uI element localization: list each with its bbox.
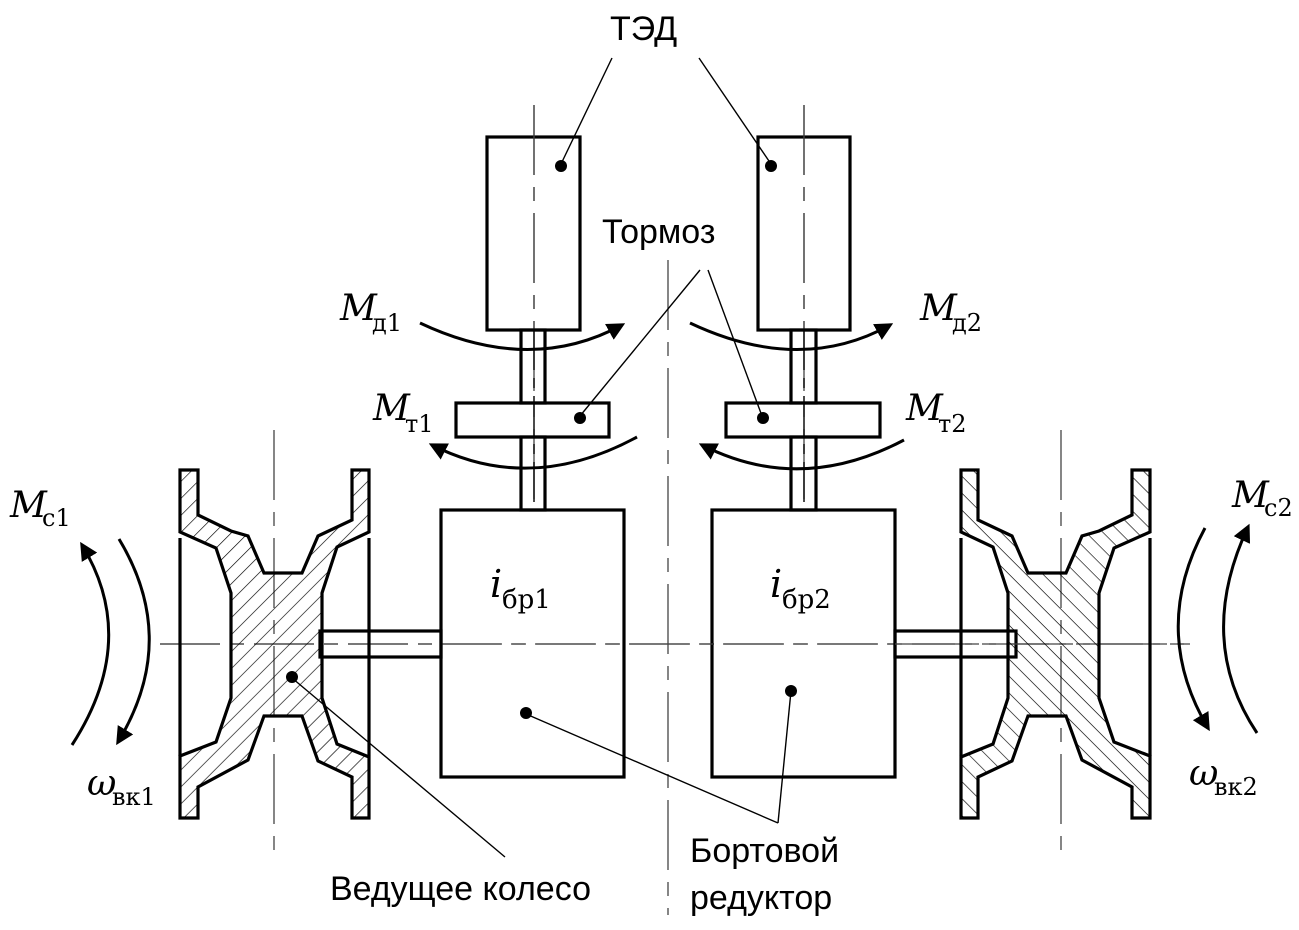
svg-text:M: M bbox=[339, 288, 378, 329]
leader-dot-wheel bbox=[286, 671, 298, 683]
symbol-md2: Mд2 bbox=[919, 288, 982, 337]
speed-arrow-w2 bbox=[1176, 527, 1210, 732]
svg-text:i: i bbox=[770, 562, 782, 606]
svg-text:т2: т2 bbox=[938, 410, 967, 438]
symbol-mt1: Mт1 bbox=[372, 388, 434, 438]
svg-text:M: M bbox=[372, 388, 411, 429]
label-brake: Тормоз bbox=[602, 213, 715, 251]
label-final-drive-1: Бортовой bbox=[690, 832, 839, 870]
svg-text:вк2: вк2 bbox=[1214, 773, 1258, 801]
torque-arrow-md2 bbox=[689, 321, 894, 351]
svg-text:д1: д1 bbox=[372, 309, 402, 337]
svg-text:M: M bbox=[9, 485, 48, 526]
label-motor: ТЭД bbox=[610, 10, 677, 48]
torque-arrow-md1 bbox=[419, 321, 626, 351]
svg-text:M: M bbox=[919, 288, 958, 329]
symbol-mt2: Mт2 bbox=[905, 388, 967, 438]
svg-text:бр1: бр1 bbox=[502, 585, 551, 615]
label-wheel: Ведущее колесо bbox=[330, 870, 591, 908]
leader-dot-brake2 bbox=[757, 412, 769, 424]
torque-arrow-mt2 bbox=[698, 438, 905, 471]
svg-text:т1: т1 bbox=[405, 410, 434, 438]
svg-text:вк1: вк1 bbox=[112, 783, 156, 811]
svg-text:ω: ω bbox=[1189, 753, 1218, 794]
svg-text:i: i bbox=[490, 562, 502, 606]
drive-wheel-2 bbox=[959, 468, 1152, 820]
torque-arrow-mc1 bbox=[70, 541, 111, 746]
svg-text:с1: с1 bbox=[42, 504, 71, 532]
speed-arrow-w1 bbox=[116, 538, 151, 746]
leader-dot-fd2 bbox=[785, 685, 797, 697]
leader-dot-brake1 bbox=[574, 412, 586, 424]
leader-dot-fd1 bbox=[520, 707, 532, 719]
shaft-upper-1 bbox=[519, 328, 547, 405]
drive-wheel-1 bbox=[178, 468, 371, 820]
svg-text:M: M bbox=[1231, 475, 1270, 516]
symbol-mc2: Mс2 bbox=[1231, 475, 1293, 522]
brake-2 bbox=[724, 401, 882, 439]
leader-dot-motor1 bbox=[555, 160, 567, 172]
label-final-drive-2: редуктор bbox=[690, 879, 832, 917]
symbol-md1: Mд1 bbox=[339, 288, 402, 337]
svg-text:M: M bbox=[905, 388, 944, 429]
torque-arrow-mc2 bbox=[1222, 523, 1259, 734]
svg-text:ω: ω bbox=[87, 763, 116, 804]
svg-text:с2: с2 bbox=[1264, 494, 1293, 522]
brake-1 bbox=[454, 401, 611, 439]
symbol-mc1: Mс1 bbox=[9, 485, 71, 532]
svg-text:д2: д2 bbox=[952, 309, 982, 337]
torque-arrow-mt1 bbox=[428, 435, 638, 470]
leader-dot-motor2 bbox=[765, 160, 777, 172]
svg-text:бр2: бр2 bbox=[782, 585, 831, 615]
shaft-lower-1 bbox=[519, 435, 547, 512]
